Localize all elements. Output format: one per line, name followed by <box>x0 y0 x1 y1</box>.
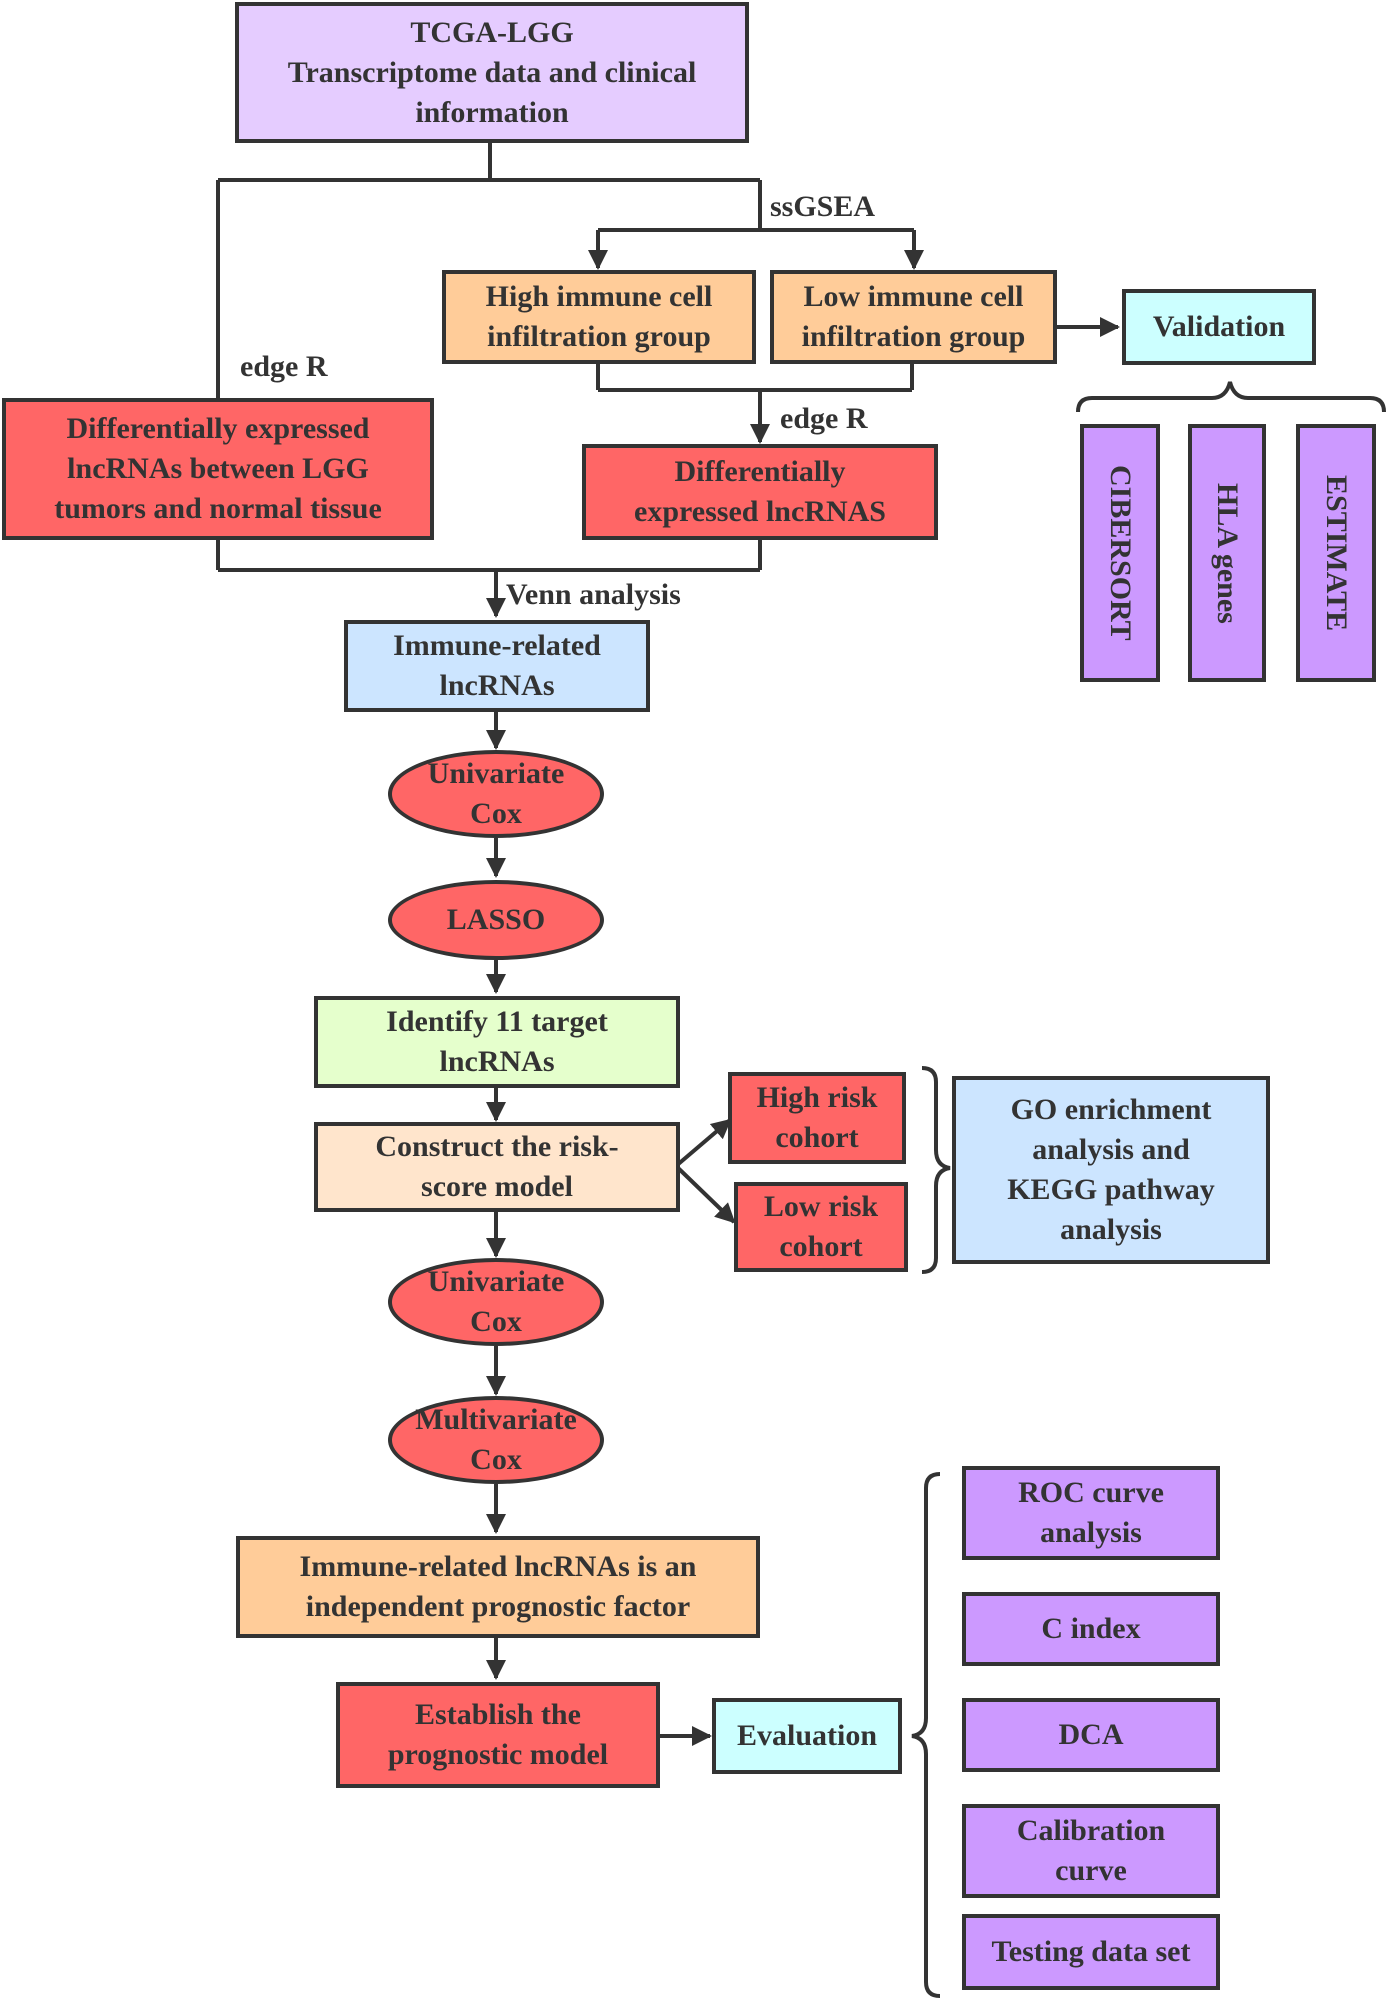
hla-genes-label: HLA genes <box>1211 482 1244 624</box>
validation-brace <box>1076 381 1386 413</box>
high-risk-cohort-box: High risk cohort <box>728 1072 906 1164</box>
evaluation-box: Evaluation <box>712 1698 902 1774</box>
ssgsea-label: ssGSEA <box>770 190 876 223</box>
univariate-cox-ellipse-2: Univariate Cox <box>388 1258 604 1346</box>
calibration-curve-box: Calibration curve <box>962 1804 1220 1898</box>
immune-related-lncrnas-box: Immune-related lncRNAs <box>344 620 650 712</box>
c-index-box: C index <box>962 1592 1220 1666</box>
venn-analysis-label: Venn analysis <box>506 578 681 611</box>
testing-data-set-box: Testing data set <box>962 1914 1220 1990</box>
validation-box: Validation <box>1122 289 1316 365</box>
multivariate-cox-ellipse: Multivariate Cox <box>388 1396 604 1484</box>
lasso-ellipse: LASSO <box>388 880 604 960</box>
roc-curve-box: ROC curve analysis <box>962 1466 1220 1560</box>
cibersort-box: CIBERSORT <box>1080 424 1160 682</box>
edge-r-label-left: edge R <box>240 350 328 383</box>
low-immune-group-box: Low immune cell infiltration group <box>770 270 1057 364</box>
univariate-cox-ellipse-1: Univariate Cox <box>388 750 604 838</box>
establish-prognostic-model-box: Establish the prognostic model <box>336 1682 660 1788</box>
arrow-to-high-risk <box>674 1118 732 1168</box>
estimate-box: ESTIMATE <box>1296 424 1376 682</box>
cibersort-label: CIBERSORT <box>1104 465 1137 641</box>
low-risk-cohort-box: Low risk cohort <box>734 1182 908 1272</box>
cohort-brace <box>921 1066 951 1274</box>
identify-target-lncrnas-box: Identify 11 target lncRNAs <box>314 996 680 1088</box>
edge-r-label-right: edge R <box>780 402 868 435</box>
independent-prognostic-factor-box: Immune-related lncRNAs is an independent… <box>236 1536 760 1638</box>
de-lncrnas-tumor-normal-box: Differentially expressed lncRNAs between… <box>2 398 434 540</box>
construct-risk-model-box: Construct the risk- score model <box>314 1122 680 1212</box>
go-kegg-analysis-box: GO enrichment analysis and KEGG pathway … <box>952 1076 1270 1264</box>
estimate-label: ESTIMATE <box>1320 474 1353 632</box>
high-immune-group-box: High immune cell infiltration group <box>442 270 756 364</box>
arrow-to-low-risk <box>674 1164 736 1224</box>
de-lncrnas-box: Differentially expressed lncRNAS <box>582 444 938 540</box>
hla-genes-box: HLA genes <box>1188 424 1266 682</box>
tcga-lgg-box: TCGA-LGG Transcriptome data and clinical… <box>235 2 749 143</box>
evaluation-brace <box>911 1472 941 1998</box>
dca-box: DCA <box>962 1698 1220 1772</box>
